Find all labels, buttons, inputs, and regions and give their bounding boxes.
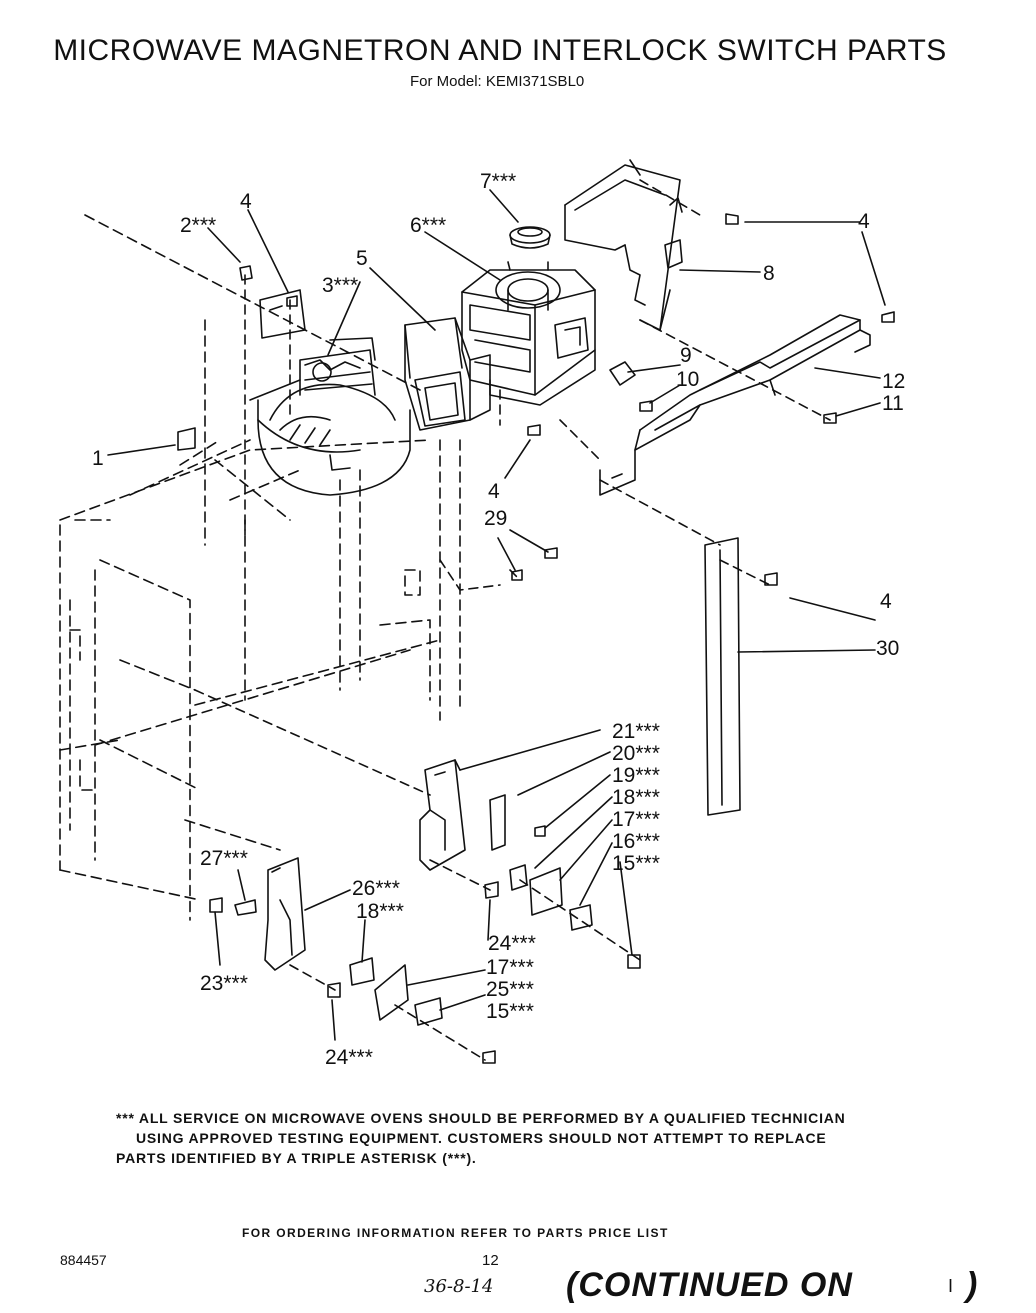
upper-switch-parts [489,794,593,931]
service-warning-note: *** ALL SERVICE ON MICROWAVE OVENS SHOUL… [116,1108,876,1168]
vertical-bar-part [704,537,741,816]
callout-9: 9 [680,344,692,367]
callout-2: 2*** [180,214,216,237]
callout-10: 10 [676,368,699,391]
warning-line-2: USING APPROVED TESTING EQUIPMENT. CUSTOM… [136,1130,827,1146]
callout-24a: 24*** [488,932,536,955]
callout-29: 29 [484,507,507,530]
callout-1: 1 [92,447,104,470]
air-duct-part [564,159,683,331]
document-number: 884457 [60,1252,107,1268]
page-title: MICROWAVE MAGNETRON AND INTERLOCK SWITCH… [53,34,947,67]
callout-18b: 18*** [356,900,404,923]
callout-4c: 4 [488,480,500,503]
callout-7: 7*** [480,170,516,193]
callout-24b: 24*** [325,1046,373,1069]
waveguide-part [404,317,491,431]
callout-5: 5 [356,247,368,270]
callout-17b: 17*** [486,956,534,979]
lower-switch-parts [234,899,443,1026]
callout-11: 11 [882,392,904,415]
callout-4b: 4 [858,210,870,233]
callout-6: 6*** [410,214,446,237]
blower-motor-assembly [249,289,411,496]
callout-3: 3*** [322,274,358,297]
page-number: 12 [482,1252,499,1269]
callout-16: 16*** [612,830,660,853]
oven-cabinet-outline [59,214,461,921]
model-subtitle: For Model: KEMI371SBL0 [410,73,585,90]
callout-23: 23*** [200,972,248,995]
gasket-ring-part [509,226,551,249]
callout-4d: 4 [880,590,892,613]
callout-21: 21*** [612,720,660,743]
leader-dashed-lines [194,179,831,1061]
callout-17a: 17*** [612,808,660,831]
callout-25: 25*** [486,978,534,1001]
continued-page-mark: I [948,1276,954,1296]
callout-15a: 15*** [612,852,660,875]
callout-8: 8 [763,262,775,285]
callout-15b: 15*** [486,1000,534,1023]
callout-leader-lines [107,189,886,1041]
mounting-bracket-part [599,314,871,496]
handwritten-code: 36-8-14 [424,1276,494,1297]
warning-line-1: *** ALL SERVICE ON MICROWAVE OVENS SHOUL… [116,1110,846,1126]
callout-30: 30 [876,637,899,660]
callout-26: 26*** [352,877,400,900]
magnetron-part [461,261,596,406]
upper-switch-bracket [419,759,466,871]
ordering-info: FOR ORDERING INFORMATION REFER TO PARTS … [242,1226,669,1240]
screw-fasteners [177,213,895,1064]
callout-18a: 18*** [612,786,660,809]
callout-20: 20*** [612,742,660,765]
continued-close-paren: ) [966,1266,978,1304]
continued-on-label: (CONTINUED ON [566,1266,853,1304]
warning-line-3: PARTS IDENTIFIED BY A TRIPLE ASTERISK (*… [116,1150,477,1166]
lower-switch-bracket [264,857,306,971]
callout-labels: 1 2*** 4 3*** 5 6*** 7*** 4 8 9 10 12 11… [92,170,905,1069]
callout-19: 19*** [612,764,660,787]
callout-4a: 4 [240,190,252,213]
callout-12: 12 [882,370,905,393]
callout-27: 27*** [200,847,248,870]
